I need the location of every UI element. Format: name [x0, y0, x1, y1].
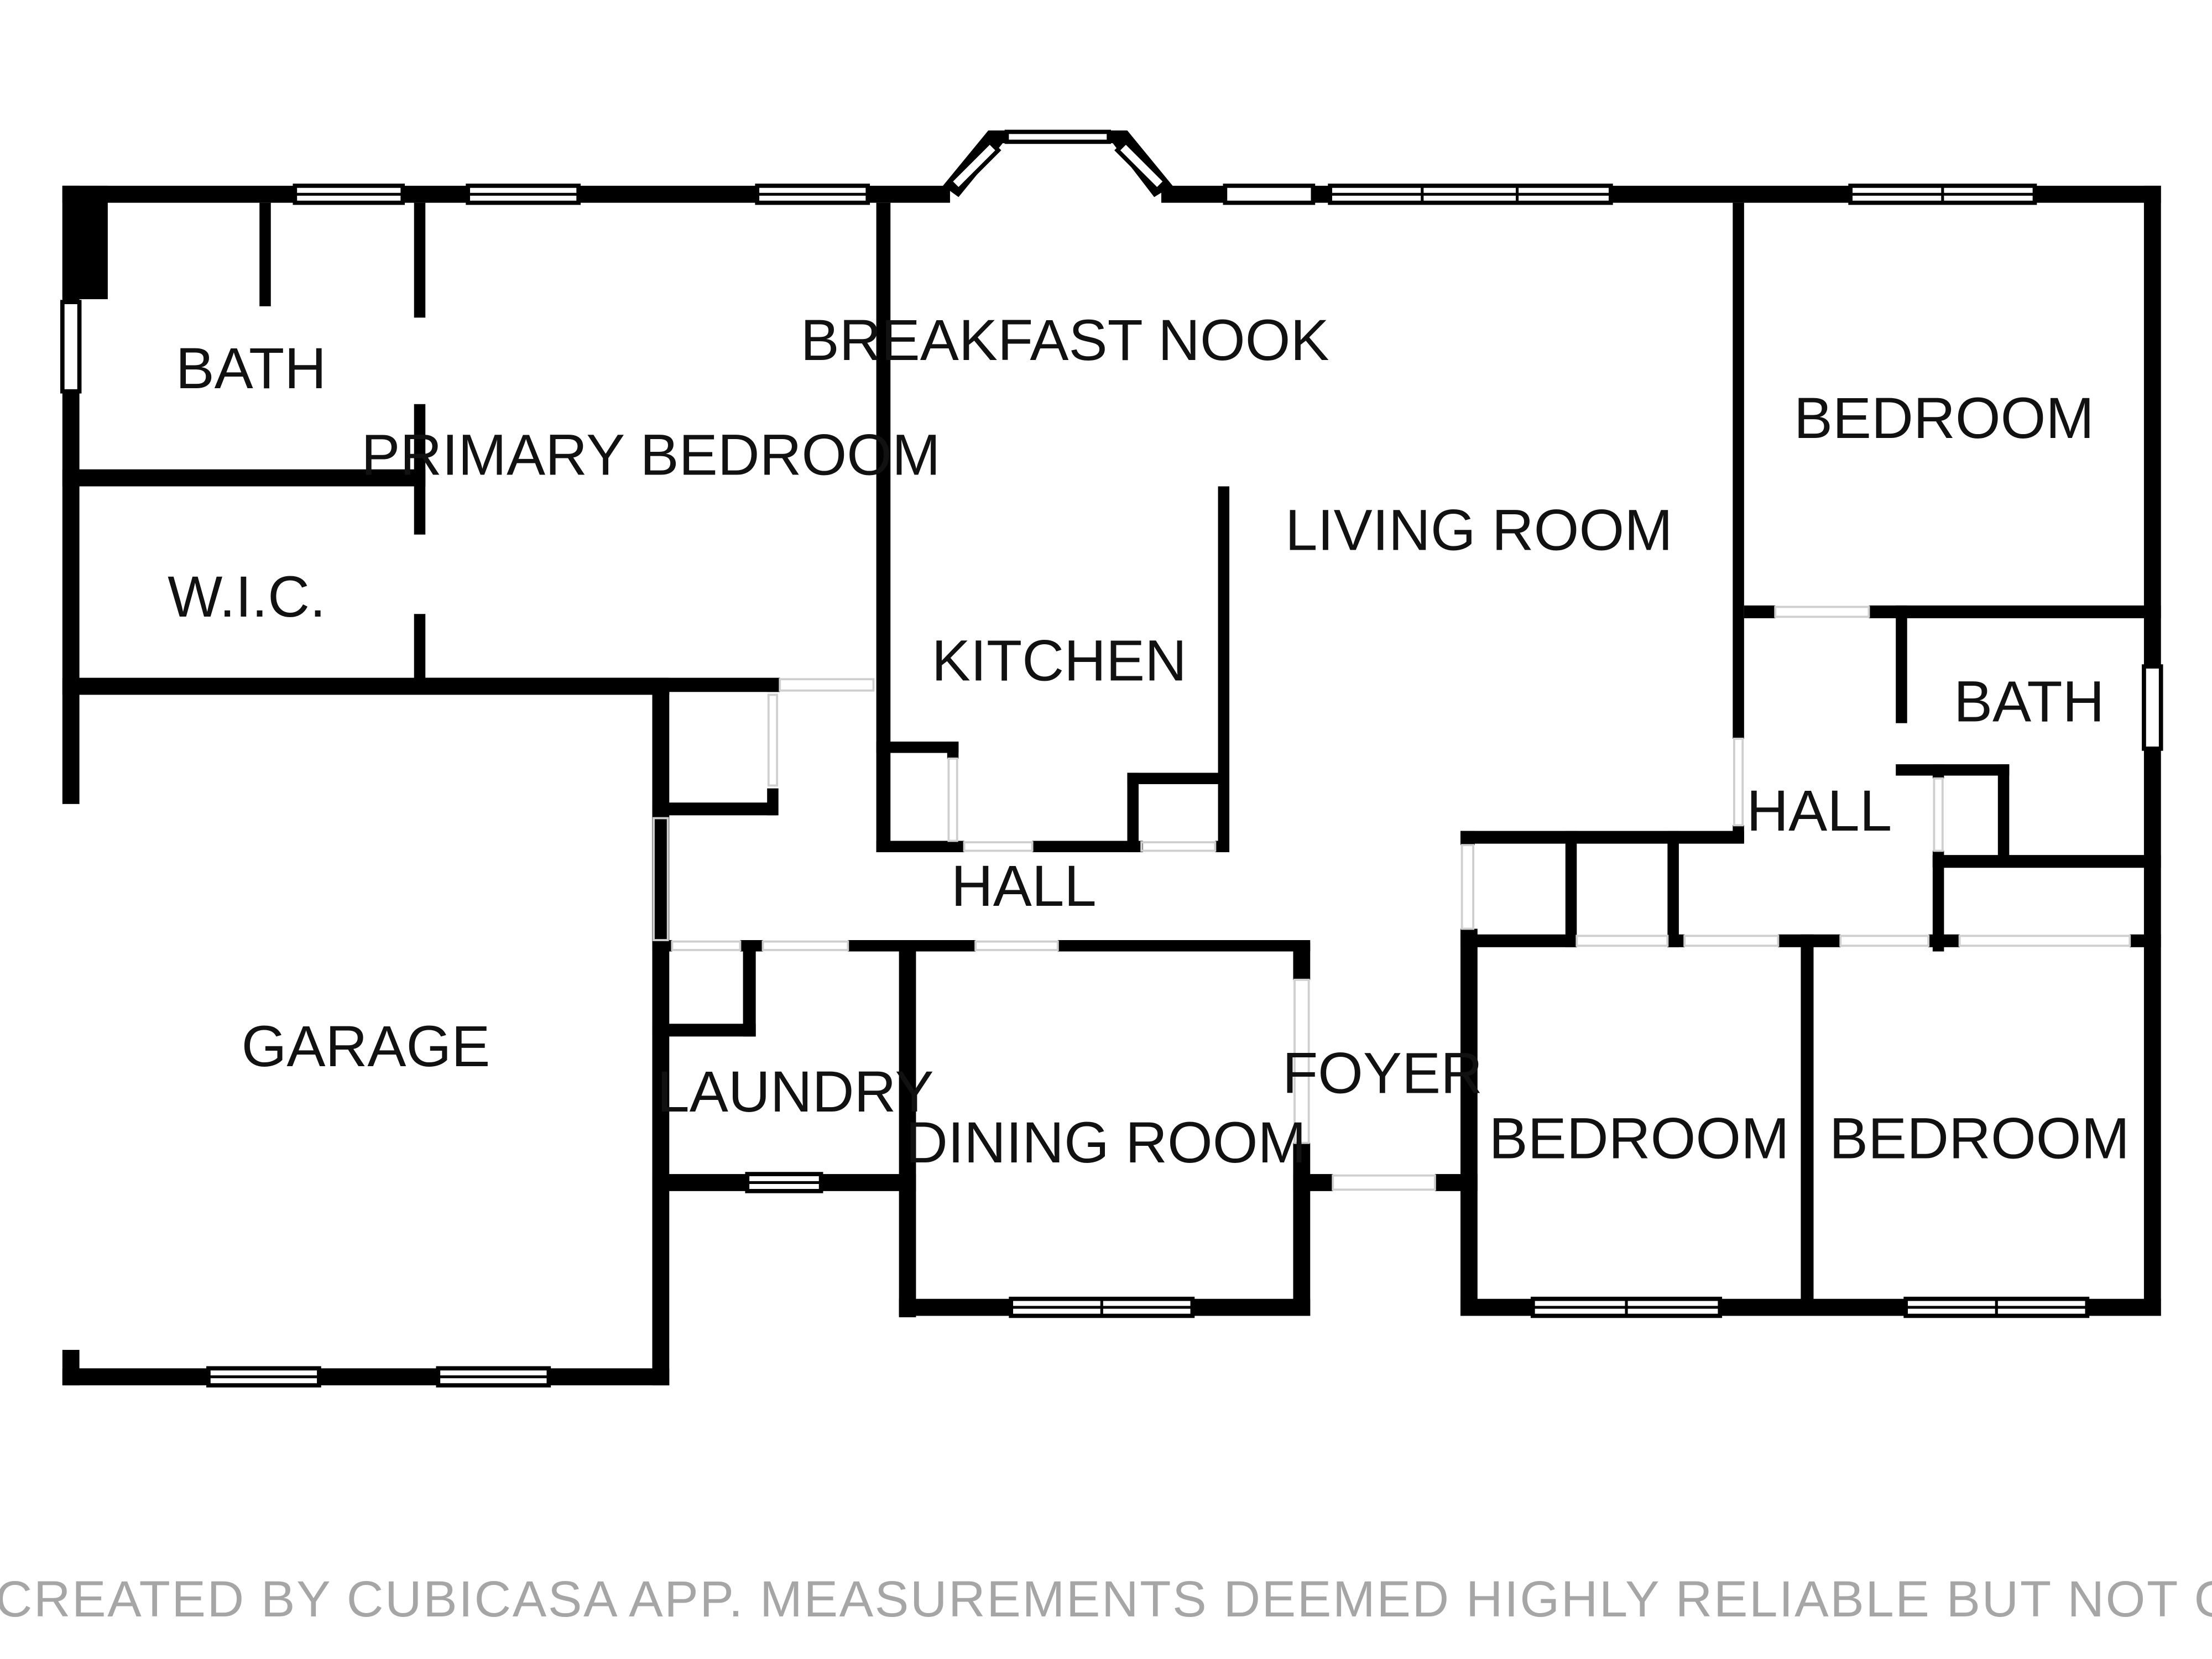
- window-west: [60, 300, 82, 394]
- door-openings: [653, 606, 2131, 1191]
- window-garage-1: [206, 1366, 321, 1387]
- label-living-room: LIVING ROOM: [1285, 498, 1673, 562]
- label-primary-bedroom: PRIMARY BEDROOM: [361, 423, 940, 488]
- label-bedroom-s1: BEDROOM: [1489, 1106, 1790, 1171]
- label-bath-primary: BATH: [176, 336, 327, 401]
- window-bedroom-s2: [1903, 1296, 2090, 1318]
- room-labels: BATH W.I.C. PRIMARY BEDROOM BREAKFAST NO…: [168, 308, 2130, 1175]
- label-hall-east: HALL: [1746, 779, 1892, 843]
- window-bedroom-s1: [1530, 1296, 1723, 1318]
- window-north-1: [293, 184, 405, 205]
- label-bath-east: BATH: [1954, 670, 2105, 734]
- interior-walls: [62, 202, 2161, 1316]
- window-bay-left: [947, 138, 1001, 194]
- window-garage-2: [436, 1366, 551, 1387]
- window-laundry: [745, 1172, 823, 1193]
- label-bedroom-ne: BEDROOM: [1794, 386, 2094, 451]
- footer-disclaimer: FLOOR PLAN CREATED BY CUBICASA APP. MEAS…: [0, 1570, 2212, 1627]
- label-wic: W.I.C.: [168, 565, 326, 629]
- label-foyer: FOYER: [1282, 1041, 1483, 1105]
- label-bedroom-s2: BEDROOM: [1829, 1106, 2130, 1171]
- window-north-2: [466, 184, 581, 205]
- label-breakfast-nook: BREAKFAST NOOK: [801, 308, 1329, 373]
- window-bay-top: [1004, 129, 1111, 144]
- windows: [60, 129, 2163, 1387]
- window-north-3: [755, 184, 870, 205]
- window-north-6: [1848, 184, 2037, 205]
- label-garage: GARAGE: [242, 1014, 491, 1079]
- window-east: [2142, 664, 2163, 751]
- label-kitchen: KITCHEN: [932, 628, 1187, 693]
- label-hall-center: HALL: [951, 854, 1097, 919]
- window-north-4: [1223, 184, 1316, 205]
- window-north-5: [1328, 184, 1613, 205]
- window-bay-right: [1114, 138, 1169, 194]
- label-laundry: LAUNDRY: [657, 1060, 933, 1124]
- window-dining: [1009, 1296, 1195, 1318]
- label-dining-room: DINING ROOM: [906, 1110, 1306, 1175]
